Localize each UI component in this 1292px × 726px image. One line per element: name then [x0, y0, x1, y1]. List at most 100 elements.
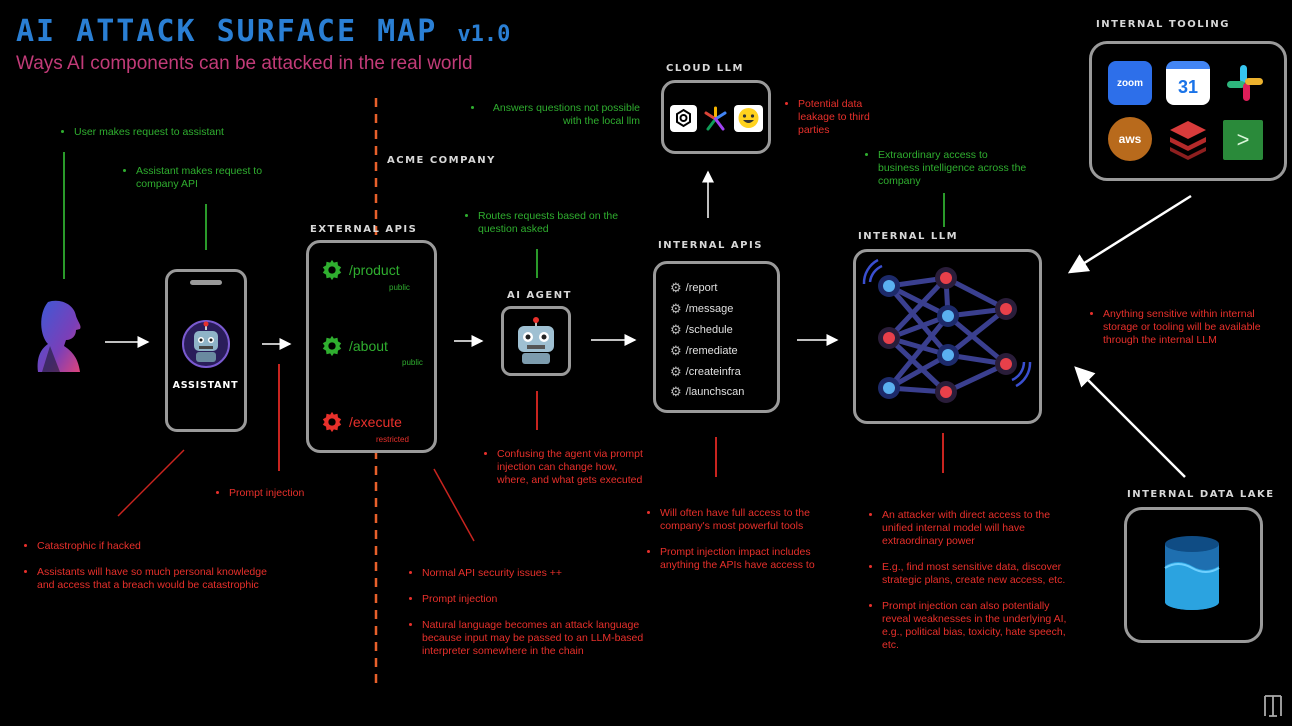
note-bullet: An attacker with direct access to the un… [882, 509, 1070, 548]
page-title: AI ATTACK SURFACE MAP v1.0 [16, 14, 510, 49]
cloud-llm-box [661, 80, 771, 154]
acme-heading: ACME COMPANY [387, 155, 496, 166]
callout-line-prompt-injection [278, 364, 280, 471]
title-text: AI ATTACK SURFACE MAP [16, 14, 438, 49]
gear-icon: ⚙ [670, 363, 682, 379]
database-icon [1164, 536, 1220, 610]
callout-line-agent-risk [536, 391, 538, 430]
api-about-row: /about [321, 335, 388, 357]
note-bullet: Routes requests based on the question as… [478, 210, 636, 236]
api-execute-row: /execute [321, 411, 402, 433]
palm-star-icon [704, 106, 727, 131]
api-about-path: /about [349, 338, 388, 354]
aws-icon: aws [1108, 117, 1152, 161]
internal-api-launchscan: ⚙/launchscan [670, 382, 744, 403]
note-bullet: Anything sensitive within internal stora… [1103, 308, 1281, 347]
internal-api-message: ⚙/message [670, 299, 744, 320]
page-subtitle: Ways AI components can be attacked in th… [16, 53, 473, 74]
internal-api-label: /message [685, 303, 734, 316]
note-cloud-answers: Answers questions not possible with the … [472, 102, 640, 128]
gear-icon [322, 411, 342, 433]
external-apis-heading: EXTERNAL APIS [310, 224, 418, 235]
note-bullet: User makes request to assistant [74, 126, 262, 139]
note-bullet: Answers questions not possible with the … [484, 102, 640, 128]
api-execute-tag: restricted [376, 435, 409, 444]
internal-api-label: /remediate [685, 344, 738, 357]
note-bullet: Confusing the agent via prompt injection… [497, 448, 645, 487]
internal-llm-box [853, 249, 1042, 424]
gear-icon [322, 335, 342, 357]
callout-line-agent [536, 249, 538, 278]
note-bullet: Prompt injection can also potentially re… [882, 600, 1070, 652]
note-bullet: Prompt injection [422, 593, 645, 606]
api-product-path: /product [349, 262, 400, 278]
internal-api-schedule: ⚙/schedule [670, 320, 744, 341]
note-bullet: E.g., find most sensitive data, discover… [882, 561, 1070, 587]
internal-apis-box: ⚙/report ⚙/message ⚙/schedule ⚙/remediat… [653, 261, 780, 413]
note-assistant-api: Assistant makes request to company API [124, 165, 279, 191]
gear-icon: ⚙ [670, 384, 682, 400]
note-bullet: Assistant makes request to company API [136, 165, 279, 191]
internal-api-label: /schedule [685, 323, 733, 336]
callout-line-llm-risk [942, 433, 944, 473]
internal-api-createinfra: ⚙/createinfra [670, 361, 744, 382]
brand-logo-icon [1264, 695, 1282, 717]
api-product-row: /product [321, 259, 400, 281]
callout-line-llm-access [943, 193, 945, 227]
note-prompt-injection-assistant: Prompt injection [217, 487, 347, 500]
internal-api-remediate: ⚙/remediate [670, 340, 744, 361]
internal-llm-heading: INTERNAL LLM [858, 231, 959, 242]
note-bullet: Assistants will have so much personal kn… [37, 566, 275, 592]
internal-data-lake-box [1124, 507, 1263, 643]
internal-tooling-box: zoom 31 aws > [1089, 41, 1287, 181]
gear-icon [322, 259, 342, 281]
external-apis-box: /product public /about public /execute r… [306, 240, 437, 453]
callout-line-user [63, 152, 65, 279]
api-execute-path: /execute [349, 414, 402, 430]
arrow-datalake-to-llm [1074, 366, 1186, 478]
neural-network-icon [862, 258, 1032, 403]
note-cloud-leakage: Potential data leakage to third parties [786, 98, 886, 137]
arrow-tooling-to-llm [1067, 194, 1192, 274]
note-bullet: Potential data leakage to third parties [798, 98, 886, 137]
note-bullet: Will often have full access to the compa… [660, 507, 838, 533]
callout-line-assistant [117, 449, 185, 517]
note-assistant-risks: Catastrophic if hackedAssistants will ha… [25, 540, 275, 592]
note-agent-risk: Confusing the agent via prompt injection… [485, 448, 645, 487]
internal-data-lake-heading: INTERNAL DATA LAKE [1127, 489, 1275, 500]
huggingface-icon [734, 105, 763, 132]
assistant-device: ASSISTANT [165, 269, 247, 432]
user-avatar [37, 300, 81, 372]
internal-api-label: /createinfra [685, 365, 741, 378]
gear-icon: ⚙ [670, 301, 682, 317]
ai-agent-heading: AI AGENT [507, 290, 572, 301]
openai-icon [670, 105, 697, 132]
note-bullet: Natural language becomes an attack langu… [422, 619, 645, 658]
callout-line-external [433, 468, 475, 542]
note-bullet: Prompt injection [229, 487, 347, 500]
note-bullet: Catastrophic if hacked [37, 540, 275, 553]
gear-icon: ⚙ [670, 321, 682, 337]
zoom-icon: zoom [1108, 61, 1152, 105]
note-llm-access: Extraordinary access to business intelli… [866, 149, 1028, 188]
note-bullet: Prompt injection impact includes anythin… [660, 546, 838, 572]
note-agent-routes: Routes requests based on the question as… [466, 210, 636, 236]
api-about-tag: public [402, 358, 423, 367]
terminal-icon: > [1223, 120, 1263, 160]
note-user-request: User makes request to assistant [62, 126, 262, 139]
note-llm-risks: An attacker with direct access to the un… [870, 509, 1070, 652]
stack-layers-icon [1170, 121, 1206, 160]
internal-api-label: /report [685, 282, 718, 295]
callout-line-assistant-api [205, 204, 207, 250]
slack-icon [1227, 65, 1263, 101]
assistant-robot-icon [182, 320, 230, 368]
note-bullet: Normal API security issues ++ [422, 567, 645, 580]
gear-icon: ⚙ [670, 280, 682, 296]
assistant-label: ASSISTANT [172, 380, 239, 391]
internal-api-list: ⚙/report ⚙/message ⚙/schedule ⚙/remediat… [670, 278, 744, 403]
internal-api-label: /launchscan [685, 386, 745, 399]
ai-agent-box [501, 306, 571, 376]
note-sensitive: Anything sensitive within internal stora… [1091, 308, 1281, 347]
gear-icon: ⚙ [670, 342, 682, 358]
internal-tooling-heading: INTERNAL TOOLING [1096, 19, 1230, 30]
